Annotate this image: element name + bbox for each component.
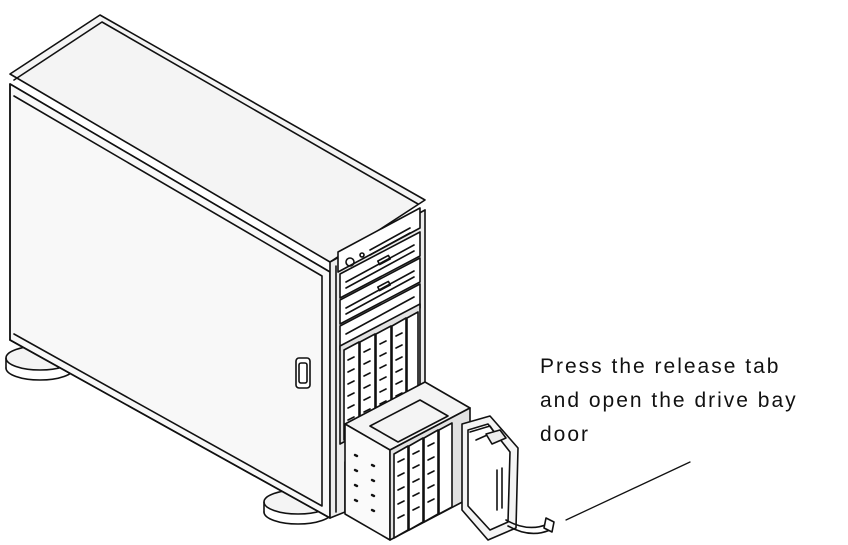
peripheral-bay-2 — [339, 257, 421, 325]
callout-leader-line — [565, 461, 691, 521]
callout-text: Press the release tab and open the drive… — [540, 350, 845, 452]
side-panel-latch-icon — [295, 357, 311, 389]
lower-drive-cage — [344, 381, 471, 541]
release-tab — [505, 517, 555, 535]
callout-line-3: door — [540, 423, 591, 446]
callout-line-1: Press the release tab — [540, 355, 781, 378]
control-panel — [337, 207, 421, 273]
peripheral-bay-1 — [339, 231, 421, 299]
callout-line-2: and open the drive bay — [540, 389, 798, 412]
